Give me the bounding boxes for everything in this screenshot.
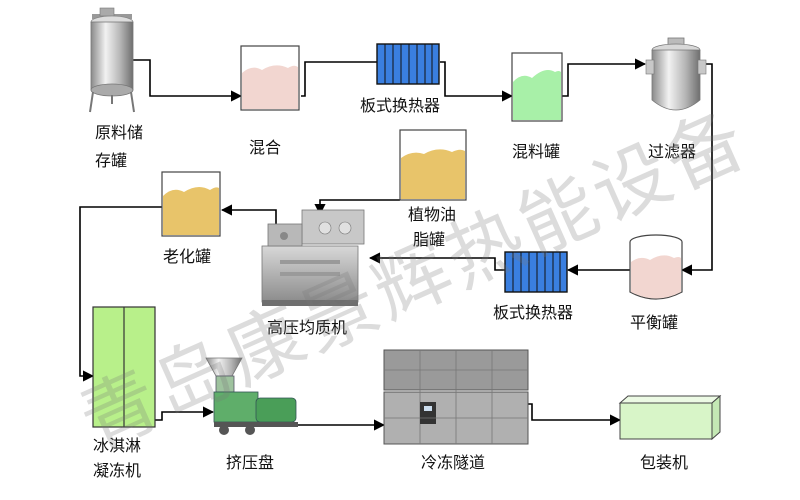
extruder[interactable] bbox=[205, 357, 298, 435]
mixing-label: 混合 bbox=[249, 138, 281, 157]
filter-label: 过滤器 bbox=[648, 142, 696, 161]
high-pressure-homogenizer[interactable] bbox=[261, 209, 365, 306]
pipe-plate1-to-mixtank bbox=[440, 61, 514, 102]
packaging-label: 包装机 bbox=[640, 453, 688, 472]
raw-tank-label-line2: 存罐 bbox=[95, 151, 127, 170]
pipe-oil-to-homog bbox=[314, 199, 400, 216]
raw-tank-label-line1: 原料储 bbox=[95, 123, 143, 142]
pipe-aging-to-freezer bbox=[79, 206, 162, 382]
mixing-tank[interactable] bbox=[511, 52, 563, 122]
homogenizer-label: 高压均质机 bbox=[267, 318, 347, 337]
pipe-plate2-to-homog bbox=[368, 252, 505, 271]
plate-heat-exchanger-2[interactable] bbox=[504, 251, 568, 293]
mixing-vessel[interactable] bbox=[240, 45, 300, 111]
ice-cream-freezer[interactable] bbox=[92, 306, 156, 428]
pipe-tunnel-to-pack bbox=[528, 403, 622, 426]
pipe-mixtank-to-filter bbox=[562, 58, 647, 97]
freezer-label-line1: 冰淇淋 bbox=[93, 436, 141, 455]
oil-tank-label-line1: 植物油 bbox=[408, 205, 456, 224]
cooling-tunnel-label: 冷冻隧道 bbox=[421, 453, 485, 472]
balance-tank[interactable] bbox=[629, 234, 683, 300]
packaging-machine[interactable] bbox=[618, 394, 722, 441]
plate-exchanger-2-label: 板式换热器 bbox=[493, 303, 573, 322]
plate-exchanger-1-label: 板式换热器 bbox=[360, 96, 440, 115]
plate-heat-exchanger-1[interactable] bbox=[376, 43, 440, 85]
extruder-label: 挤压盘 bbox=[226, 453, 274, 472]
pipe-homog-to-aging bbox=[220, 204, 277, 225]
pipe-freezer-to-extruder bbox=[155, 406, 215, 421]
vegetable-oil-tank[interactable] bbox=[399, 129, 467, 201]
pipe-mix-to-plate1 bbox=[301, 61, 377, 97]
pipe-raw-to-mix bbox=[133, 59, 243, 102]
aging-tank[interactable] bbox=[161, 171, 221, 237]
oil-tank-label-line2: 脂罐 bbox=[413, 230, 445, 249]
mixing-tank-label: 混料罐 bbox=[512, 142, 560, 161]
freezer-label-line2: 凝冻机 bbox=[93, 461, 141, 480]
raw-storage-tank[interactable] bbox=[89, 7, 135, 113]
filter[interactable] bbox=[645, 37, 707, 111]
aging-tank-label: 老化罐 bbox=[163, 247, 211, 266]
balance-tank-label: 平衡罐 bbox=[630, 313, 678, 332]
cooling-tunnel[interactable] bbox=[383, 349, 529, 445]
